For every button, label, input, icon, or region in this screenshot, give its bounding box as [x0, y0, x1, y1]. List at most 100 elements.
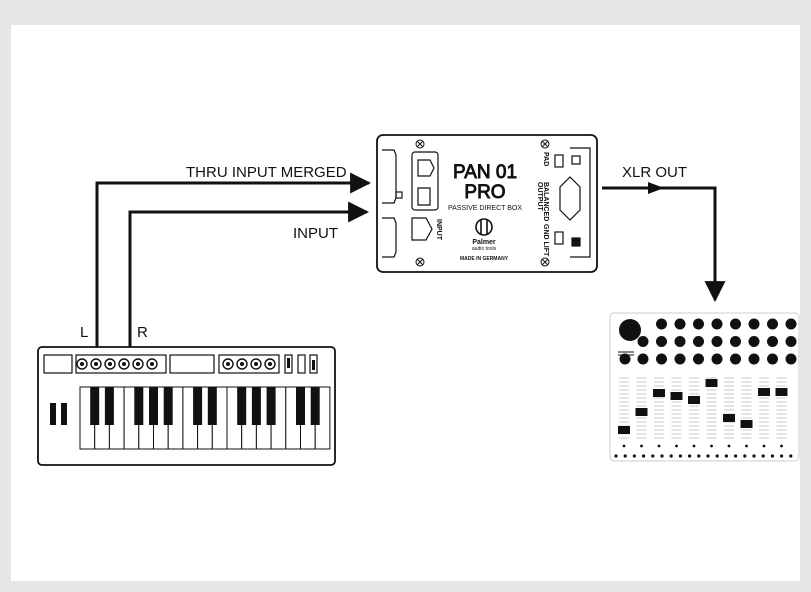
black-key: [149, 387, 158, 425]
mixer-dot: [623, 454, 627, 458]
mixer-knob-icon: [656, 336, 667, 347]
black-key: [251, 387, 261, 425]
direct-box: INPUT PAN 01 PRO PASSIVE DIRECT BOX Palm…: [376, 134, 598, 273]
mixer-dot: [660, 454, 664, 458]
output-jack: [554, 147, 591, 258]
black-key: [134, 387, 144, 425]
mixer-knob-icon: [785, 353, 797, 365]
mixer-knob-icon: [693, 318, 704, 330]
fader-cap: [618, 426, 630, 434]
mixer-dot: [675, 444, 678, 448]
input-side-label: INPUT: [435, 219, 442, 241]
mixer-knob-icon: [730, 336, 741, 347]
mixer-knob-icon: [674, 336, 686, 347]
mixer-knob-icon: [674, 353, 686, 365]
fader-cap: [688, 396, 700, 404]
mixer-dot: [678, 454, 683, 458]
mixer-dot: [614, 454, 618, 458]
input-line: [128, 201, 370, 348]
pitch-wheel: [50, 403, 56, 425]
palmer-logo-icon: [475, 218, 493, 236]
mixer-dot: [780, 444, 783, 448]
knob-center: [108, 362, 112, 366]
black-key: [237, 387, 247, 425]
mixer-knob-icon: [767, 318, 778, 330]
mixer: [609, 312, 800, 462]
brand-line-2: PRO: [464, 182, 505, 203]
mixer-knob-icon: [656, 353, 667, 365]
fader-cap: [758, 388, 770, 396]
knob-center: [254, 362, 258, 366]
mixer-knob-icon: [748, 318, 760, 330]
mixer-dot: [752, 454, 756, 458]
mixer-dot: [715, 454, 719, 458]
mixer-dot: [761, 454, 765, 458]
mixer-dot: [727, 444, 731, 448]
fader-cap: [740, 420, 753, 428]
mixer-knob-icon: [693, 353, 704, 365]
knob-center: [136, 362, 140, 366]
knob-center: [122, 362, 126, 366]
screw-icon: [415, 139, 550, 267]
black-key: [163, 387, 173, 425]
mixer-dot: [688, 454, 692, 458]
mixer-dot: [780, 454, 784, 458]
fader-cap: [653, 389, 665, 397]
mixer-knob-icon: [619, 353, 631, 365]
mixer-knob-icon: [785, 318, 797, 330]
knob-center: [268, 362, 272, 366]
mixer-knob-icon: [711, 318, 723, 330]
midi-keyboard: [37, 346, 336, 466]
mixer-faders: [618, 377, 788, 439]
mixer-dot: [669, 454, 673, 458]
mixer-dot: [657, 444, 661, 448]
mixer-dot: [734, 454, 738, 458]
mixer-dot: [640, 444, 643, 448]
made-in-label: MADE IN GERMANY: [460, 256, 509, 262]
fader-cap: [705, 379, 718, 387]
diagram-canvas: [11, 25, 800, 581]
mixer-knob-icon: [711, 336, 723, 347]
mixer-dot: [762, 444, 766, 448]
fader-cap: [723, 414, 735, 422]
mixer-knob-icon: [711, 353, 723, 365]
mixer-dot: [632, 454, 637, 458]
mixer-dot: [770, 454, 775, 458]
mixer-dots: [614, 444, 793, 458]
fader-cap: [670, 392, 683, 400]
xlr-out-line: [602, 186, 715, 300]
fader-cap: [775, 388, 788, 396]
left-channel-label: L: [80, 324, 88, 341]
fader-cap: [635, 408, 648, 416]
thru-input-merged-label: THRU INPUT MERGED: [186, 164, 347, 181]
right-channel-label: R: [137, 324, 148, 341]
mixer-dot: [724, 454, 729, 458]
black-key: [207, 387, 217, 425]
mixer-knob-icon: [767, 353, 778, 365]
mixer-dot: [743, 454, 747, 458]
mixer-knob-icon: [767, 336, 778, 347]
direct-box-subtitle: PASSIVE DIRECT BOX: [448, 205, 522, 212]
mod-wheel: [61, 403, 67, 425]
maker-subtitle: audio tools: [472, 246, 497, 252]
mixer-knob-icon: [730, 318, 741, 330]
mixer-dot: [622, 444, 626, 448]
mixer-knob-icon: [748, 336, 760, 347]
mixer-knob-icon: [785, 336, 797, 347]
mixer-dot: [789, 454, 793, 458]
output-label: OUTPUT: [536, 182, 543, 212]
keyboard-knobs: [76, 358, 276, 370]
mixer-dot: [651, 454, 655, 458]
mixer-knob-icon: [674, 318, 686, 330]
input-jacks: [382, 149, 439, 258]
mixer-dot: [692, 444, 696, 448]
black-key: [90, 387, 100, 425]
knob-center: [94, 362, 98, 366]
mixer-dot: [706, 454, 710, 458]
black-key: [193, 387, 203, 425]
brand-line-1: PAN 01: [453, 162, 517, 183]
maker-name: Palmer: [472, 239, 496, 246]
mixer-knob-icon: [730, 353, 741, 365]
xlr-out-label: XLR OUT: [622, 164, 687, 181]
